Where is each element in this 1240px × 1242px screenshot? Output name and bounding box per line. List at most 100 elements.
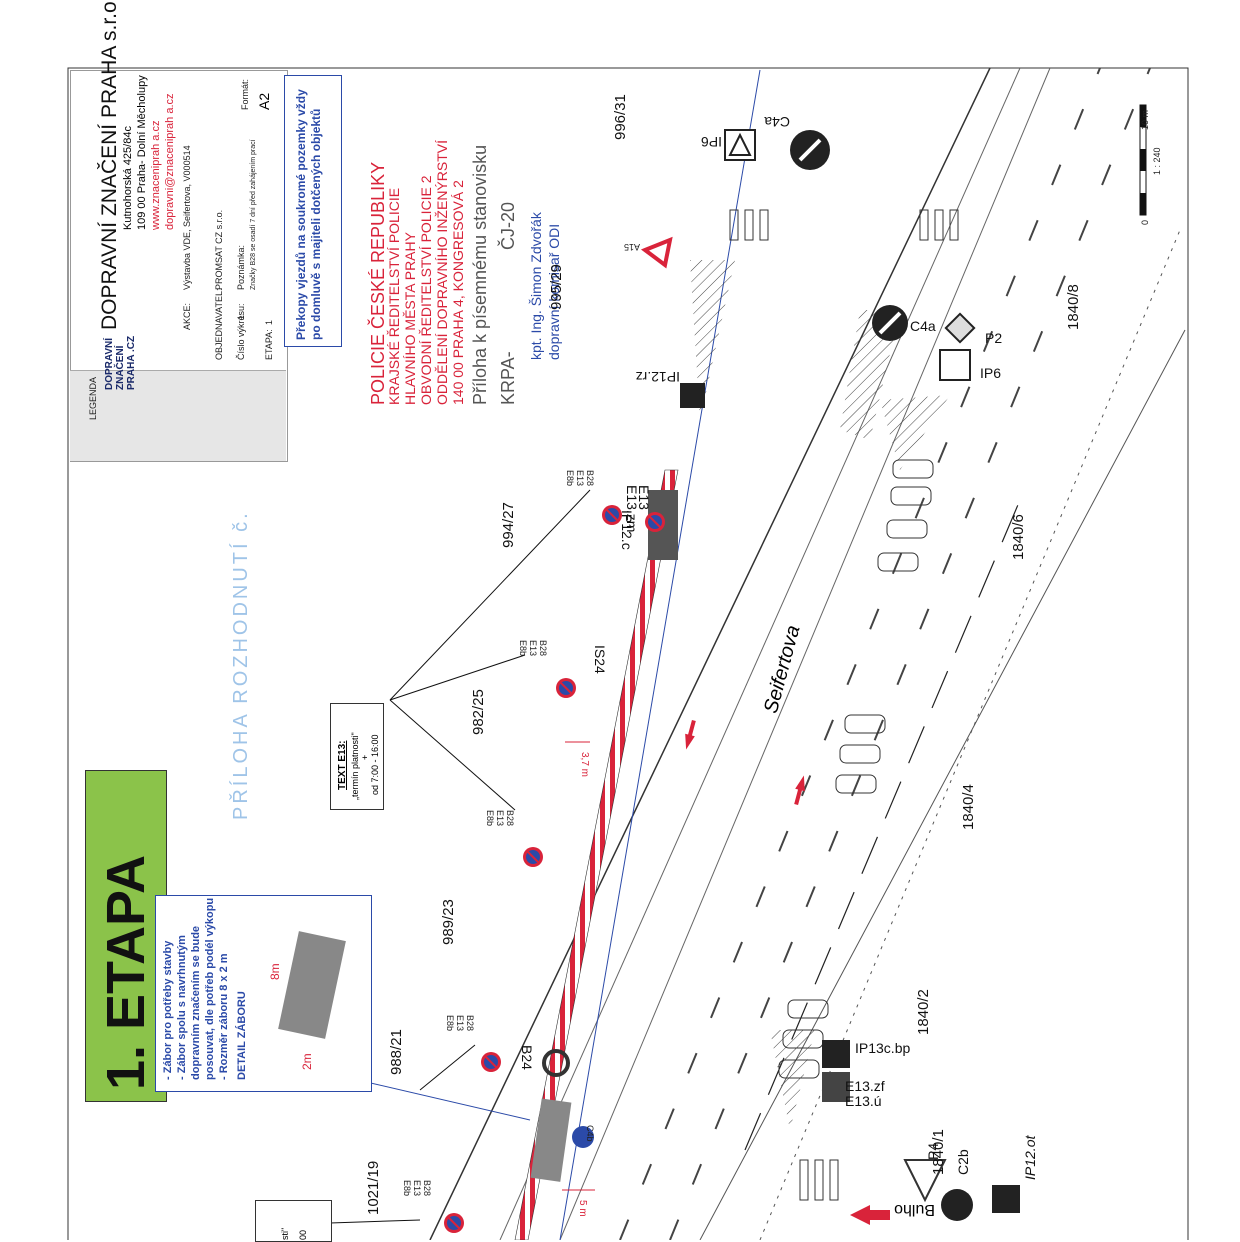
direction-arrow bbox=[685, 719, 696, 750]
annex-stamp: PŘÍLOHA ROZHODNUTÍ č. bbox=[230, 510, 252, 820]
road-edge bbox=[699, 329, 1186, 1240]
hatched-island bbox=[770, 1030, 815, 1130]
tb-note-value: Značky B28 se osadí 7 dní před zahájením… bbox=[250, 139, 257, 290]
occ-dim-long: 8m bbox=[268, 963, 282, 980]
label-b28-group-5: B28 E13 E8b bbox=[402, 1180, 432, 1197]
legend-title: LEGENDA bbox=[88, 376, 98, 420]
tb-action-label: AKCE: bbox=[182, 302, 192, 330]
label-b28-group-3: B28 E13 E8b bbox=[485, 810, 515, 827]
tb-format-value: A2 bbox=[256, 92, 272, 110]
tb-client-label: OBJEDNAVATEL: bbox=[214, 288, 224, 360]
label-p4: P4 bbox=[925, 1142, 941, 1160]
label-is24: IS24 bbox=[592, 645, 608, 674]
parcel-1021-19: 1021/19 bbox=[365, 1160, 382, 1215]
tb-drawing-no-value: 1 bbox=[236, 314, 246, 320]
label-c2b: C2b bbox=[955, 1149, 971, 1175]
parcel-982-25: 982/25 bbox=[470, 689, 487, 735]
parcel-988-21: 988/21 bbox=[388, 1029, 405, 1075]
stamp-ref: KRPA- bbox=[498, 351, 518, 405]
tb-format-label: Formát: bbox=[240, 78, 250, 110]
ip12ot-sign-icon bbox=[992, 1185, 1020, 1213]
text-e13-panel bbox=[330, 703, 384, 810]
label-b28-group-2: B28 E13 E8b bbox=[518, 640, 548, 657]
lane-marking bbox=[619, 67, 1101, 1240]
label-b24: B24 bbox=[519, 1045, 535, 1070]
scale-label: 10 m bbox=[1140, 109, 1150, 130]
parcel-995-29: 995/29 bbox=[548, 264, 565, 310]
label-p2: P2 bbox=[985, 330, 1003, 346]
legend-area bbox=[70, 370, 286, 461]
tb-client-value: PROMSAT CZ s.r.o. bbox=[214, 209, 224, 290]
stamp-annex: Příloha k písemnému stanovisku bbox=[470, 144, 490, 405]
parcel-1840-6: 1840/6 bbox=[1010, 514, 1027, 560]
parcel-994-27: 994/27 bbox=[500, 502, 517, 548]
stamp-line-3: HLAVNÍHO MĚSTA PRAHY bbox=[402, 232, 418, 405]
company-web: www.znaceniprah a.cz bbox=[150, 120, 162, 230]
parcel-996-31: 996/31 bbox=[612, 94, 629, 140]
company-address-1: Kutnohorská 425/84c bbox=[122, 126, 134, 230]
parcel-989-23: 989/23 bbox=[440, 899, 457, 945]
company-logo: DOPRAVNÍ ZNAČENÍ PRAHA .CZ bbox=[104, 335, 137, 390]
text-e13-title: TEXT E13: bbox=[337, 740, 348, 790]
label-ip13cbp: IP13c.bp bbox=[855, 1040, 911, 1056]
stamp-line-4: OBVODNÍ ŘEDITELSTVÍ POLICIE 2 bbox=[418, 175, 434, 405]
partial-line2: 00 bbox=[298, 1229, 308, 1240]
occ-dim-short: 2m bbox=[300, 1053, 314, 1070]
label-e13u: E13.ú bbox=[845, 1093, 882, 1109]
tb-note-label: Poznámka: bbox=[236, 244, 246, 290]
bottom-street: Bulho bbox=[894, 1201, 935, 1218]
text-e13-line1: „termín platnosti" bbox=[350, 732, 360, 800]
company-email: dopravni@znaceniprah a.cz bbox=[164, 93, 176, 230]
b28-sign-group bbox=[444, 505, 665, 1233]
p4-sign-icon bbox=[903, 1159, 947, 1203]
occ-line-3: dopravním značením se bude bbox=[190, 925, 202, 1080]
label-b28-group-4: B28 E13 E8b bbox=[445, 1015, 475, 1032]
stage-title: 1. ETAPA bbox=[96, 854, 156, 1090]
company-name: DOPRAVNÍ ZNAČENÍ PRAHA s.r.o. bbox=[98, 0, 121, 330]
tb-stage-label: ETAPA: bbox=[264, 329, 274, 360]
occ-line-5: - Rozměr záboru 8 x 2 m bbox=[218, 953, 230, 1080]
label-c4a-mid: C4a bbox=[910, 318, 936, 334]
ip6-mid-sign-icon bbox=[939, 349, 971, 381]
crosswalk bbox=[729, 209, 959, 1201]
label-ip12ot: IP12.ot bbox=[1022, 1135, 1038, 1180]
c2b-sign-icon bbox=[941, 1189, 973, 1221]
stamp-line-6: 140 00 PRAHA 4, KONGRESOVÁ 2 bbox=[450, 180, 466, 405]
direction-arrow bbox=[794, 775, 805, 806]
label-ip6-mid: IP6 bbox=[980, 365, 1002, 381]
hatched-island bbox=[880, 395, 950, 470]
direction-arrow bbox=[850, 1205, 890, 1225]
ip12rz-sign-icon bbox=[680, 383, 705, 408]
p2-sign-icon bbox=[944, 312, 976, 344]
road-edge bbox=[429, 67, 991, 1240]
e13-sign-icon bbox=[822, 1072, 850, 1102]
notice-line: Překopy vjezdů na soukromé pozemky vždy … bbox=[294, 89, 323, 340]
parcel-1840-2: 1840/2 bbox=[915, 989, 932, 1035]
stamp-line-5: ODDĚLENÍ DOPRAVNÍHO INŽENÝRSTVÍ bbox=[434, 139, 450, 405]
label-ip6-top: IP6 bbox=[700, 134, 722, 150]
barrier-strip bbox=[514, 469, 679, 1240]
occ-detail: DETAIL ZÁBORU bbox=[236, 991, 248, 1080]
label-e13zf: E13.zf bbox=[845, 1078, 885, 1094]
tb-drawing-no-label: Číslo výkresu: bbox=[236, 303, 246, 360]
notice-box bbox=[284, 75, 342, 347]
label-a15: A15 bbox=[623, 242, 640, 252]
stamp-ref-suffix: ČJ-20 bbox=[498, 201, 518, 250]
text-e13-line2: + bbox=[360, 754, 370, 760]
c4b-sign-icon bbox=[572, 1126, 594, 1148]
occ-line-2: - Zábor spolu s navrhnutým bbox=[176, 935, 188, 1080]
occupation-panel bbox=[155, 895, 372, 1092]
label-c4b: C4b bbox=[585, 1125, 595, 1142]
label-b28-group-1: B28 E13 E8b bbox=[565, 470, 595, 487]
partial-panel bbox=[255, 1200, 332, 1242]
ip13cbp-sign-icon bbox=[822, 1040, 850, 1068]
b24-sign-icon bbox=[542, 1049, 570, 1077]
scale-zero: 0 bbox=[1140, 219, 1150, 225]
occupation-area bbox=[530, 1098, 572, 1182]
stamp-line-2: KRAJSKÉ ŘEDITELSTVÍ POLICIE bbox=[386, 187, 402, 405]
parcel-1840-4: 1840/4 bbox=[960, 784, 977, 830]
lane-marking bbox=[669, 67, 1151, 1240]
label-c4a-top: C4a bbox=[764, 114, 790, 130]
tb-action-value: Výstavba VDE, Seifertova, V000514 bbox=[182, 145, 192, 290]
